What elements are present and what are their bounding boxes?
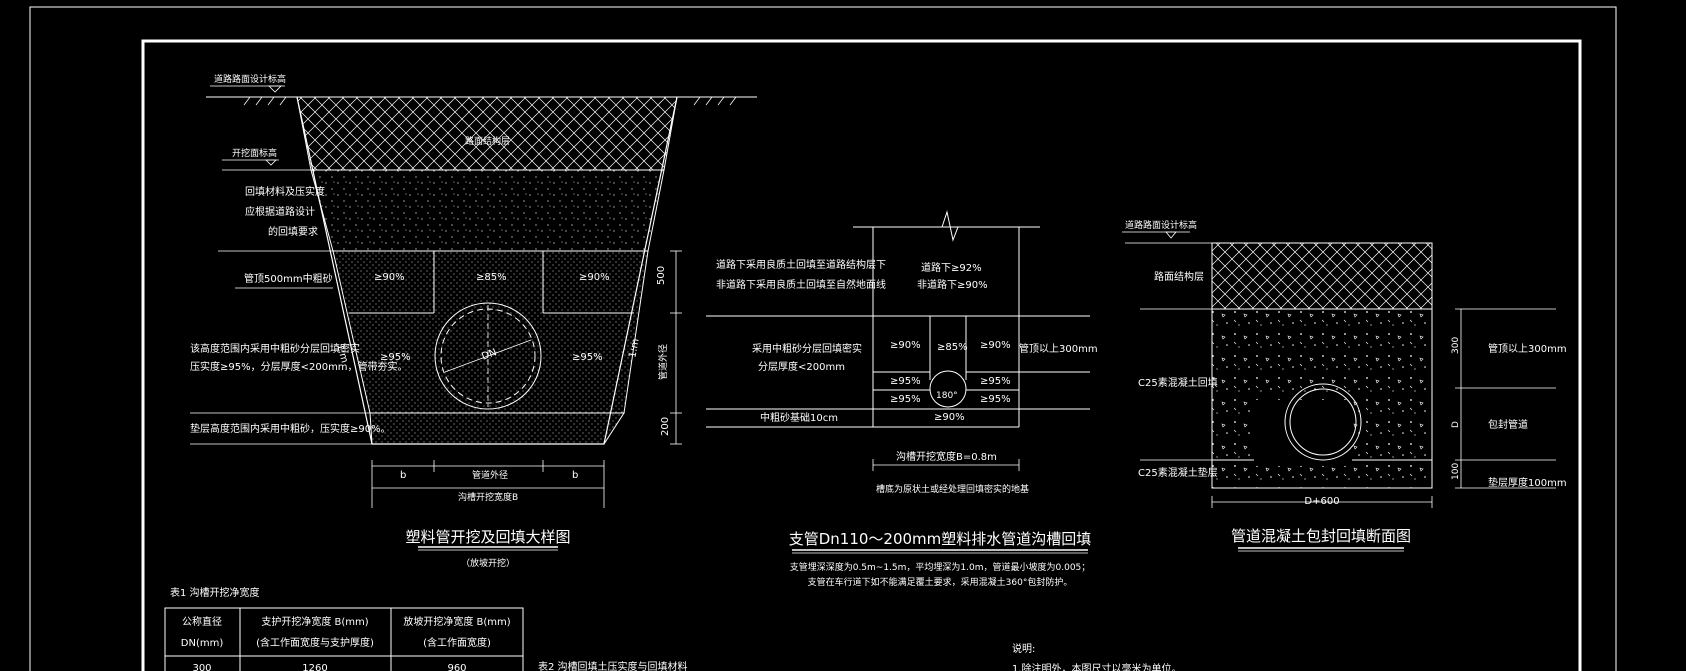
- mid-note-2: 非道路下采用良质土回填至自然地面线: [716, 278, 886, 291]
- dim-b-right: b: [572, 470, 578, 481]
- right-width: D+600: [1304, 496, 1339, 507]
- bed-note: 垫层高度范围内采用中粗砂，压实度≥90%。: [190, 422, 391, 435]
- pavement-label: 路面结构层: [465, 135, 510, 147]
- right-pavement-label: 路面结构层: [1154, 270, 1204, 283]
- right-road-elev-label: 道路路面设计标高: [1125, 219, 1197, 231]
- table-cell: 300: [192, 663, 211, 671]
- c25-bed-label: C25素混凝土垫层: [1138, 466, 1218, 479]
- left-title: 塑料管开挖及回填大样图: [405, 528, 570, 546]
- slope-label-left: 1:m: [334, 343, 350, 365]
- non-road-pct: 非道路下≥90%: [917, 278, 988, 291]
- road-under-pct: 道路下≥92%: [921, 261, 982, 274]
- dim-od: 管道外径: [472, 469, 508, 481]
- mid-p95c: ≥95%: [890, 394, 921, 405]
- backfill-note-2: 应根据道路设计: [245, 205, 315, 218]
- mid-note-a: 支管埋深深度为0.5m~1.5m，平均埋深为1.0m，管道最小坡度为0.005；: [790, 561, 1091, 573]
- right-dim-100: 100: [1451, 463, 1461, 480]
- table-caption: 表1 沟槽开挖净宽度: [170, 586, 260, 599]
- dim-pipe-od: 管道外径: [657, 344, 669, 380]
- mid-p90a: ≥90%: [890, 340, 921, 351]
- table2-caption: 表2 沟槽回填土压实度与回填材料: [538, 660, 688, 671]
- notes-title: 说明:: [1012, 642, 1035, 655]
- slope-label-right: 1:m: [627, 338, 641, 359]
- table-h2b: (含工作面宽度与支护厚度): [256, 636, 374, 649]
- pct-95-left: ≥95%: [380, 352, 411, 363]
- mid-sand-note-2: 分层厚度<200mm: [758, 360, 845, 373]
- table-cell: 1260: [302, 663, 327, 671]
- outer-frame: [29, 6, 1617, 671]
- mid-bed: 中粗砂基础10cm: [760, 411, 838, 424]
- notes-line-1: 1.除注明外，本图尺寸以毫米为单位。: [1012, 662, 1182, 671]
- table-h1b: DN(mm): [181, 638, 224, 649]
- mid-p95a: ≥95%: [890, 376, 921, 387]
- mid-angle: 180°: [936, 391, 958, 401]
- pct-90-left: ≥90%: [374, 272, 405, 283]
- left-subtitle: （放坡开挖）: [461, 557, 515, 569]
- mid-p85: ≥85%: [937, 342, 968, 353]
- middle-trench-detail: 道路下采用良质土回填至道路结构层下 非道路下采用良质土回填至自然地面线 道路下≥…: [706, 210, 1098, 588]
- table-h1a: 公称直径: [182, 615, 222, 628]
- dim-500: 500: [656, 266, 667, 285]
- middle-title: 支管Dn110～200mm塑料排水管道沟槽回填: [789, 530, 1092, 548]
- table-h3b: (含工作面宽度): [423, 636, 491, 649]
- backfill-note-3: 的回填要求: [268, 225, 318, 238]
- mid-base-note: 槽底为原状土或经处理回填密实的地基: [876, 483, 1029, 495]
- table-cell: 960: [447, 663, 466, 671]
- right-dim-d: D: [1451, 421, 1461, 428]
- right-encasement-detail: 道路路面设计标高 路面结构层 C25素混凝土回填 C25素混凝土垫层 300 D…: [1122, 219, 1567, 552]
- mid-sand-note-1: 采用中粗砂分层回填密实: [752, 342, 862, 355]
- mid-above-pipe: 管顶以上300mm: [1019, 342, 1098, 355]
- right-encase: 包封管道: [1488, 418, 1528, 431]
- mid-p90c: ≥90%: [934, 412, 965, 423]
- mid-p95d: ≥95%: [980, 394, 1011, 405]
- inner-frame: [141, 39, 1582, 671]
- left-excavation-label: 开挖面标高: [232, 147, 277, 159]
- zone-note-1: 该高度范围内采用中粗砂分层回填密实: [190, 342, 360, 355]
- left-road-elev-label: 道路路面设计标高: [214, 73, 286, 85]
- sand-top-label: 管顶500mm中粗砂: [244, 272, 333, 285]
- notes: 说明: 1.除注明外，本图尺寸以毫米为单位。: [1012, 642, 1182, 671]
- mid-width: 沟槽开挖宽度B=0.8m: [896, 450, 997, 463]
- mid-note-b: 支管在车行道下如不能满足覆土要求，采用混凝土360°包封防护。: [808, 576, 1073, 588]
- mid-p90b: ≥90%: [980, 340, 1011, 351]
- right-dim-300: 300: [1451, 337, 1461, 354]
- dim-b-left: b: [400, 470, 406, 481]
- left-trench-detail: 道路路面设计标高 开挖面标高 路面结构层 回填材料及压实度 应根据道路设计 的回…: [190, 73, 757, 569]
- pct-85-top: ≥85%: [476, 272, 507, 283]
- right-above-pipe: 管顶以上300mm: [1488, 342, 1567, 355]
- pct-90-right: ≥90%: [579, 272, 610, 283]
- mid-p95b: ≥95%: [980, 376, 1011, 387]
- mid-note-1: 道路下采用良质土回填至道路结构层下: [716, 258, 886, 271]
- right-bed-thick: 垫层厚度100mm: [1488, 476, 1567, 489]
- backfill-note-1: 回填材料及压实度: [245, 185, 325, 198]
- zone-note-2: 压实度≥95%，分层厚度<200mm，管带夯实。: [190, 360, 408, 373]
- dim-trench-width: 沟槽开挖宽度B: [458, 491, 518, 503]
- table-h3a: 放坡开挖净宽度 B(mm): [403, 615, 510, 628]
- pct-95-right: ≥95%: [572, 352, 603, 363]
- trench-width-table: 表1 沟槽开挖净宽度 公称直径 DN(mm) 支护开挖净宽度 B(mm) (含工…: [164, 586, 524, 671]
- c25-fill-label: C25素混凝土回填: [1138, 376, 1218, 389]
- dim-200: 200: [660, 417, 671, 436]
- right-title: 管道混凝土包封回填断面图: [1231, 527, 1411, 545]
- table-h2a: 支护开挖净宽度 B(mm): [261, 615, 368, 628]
- dn-label: DN: [480, 347, 498, 363]
